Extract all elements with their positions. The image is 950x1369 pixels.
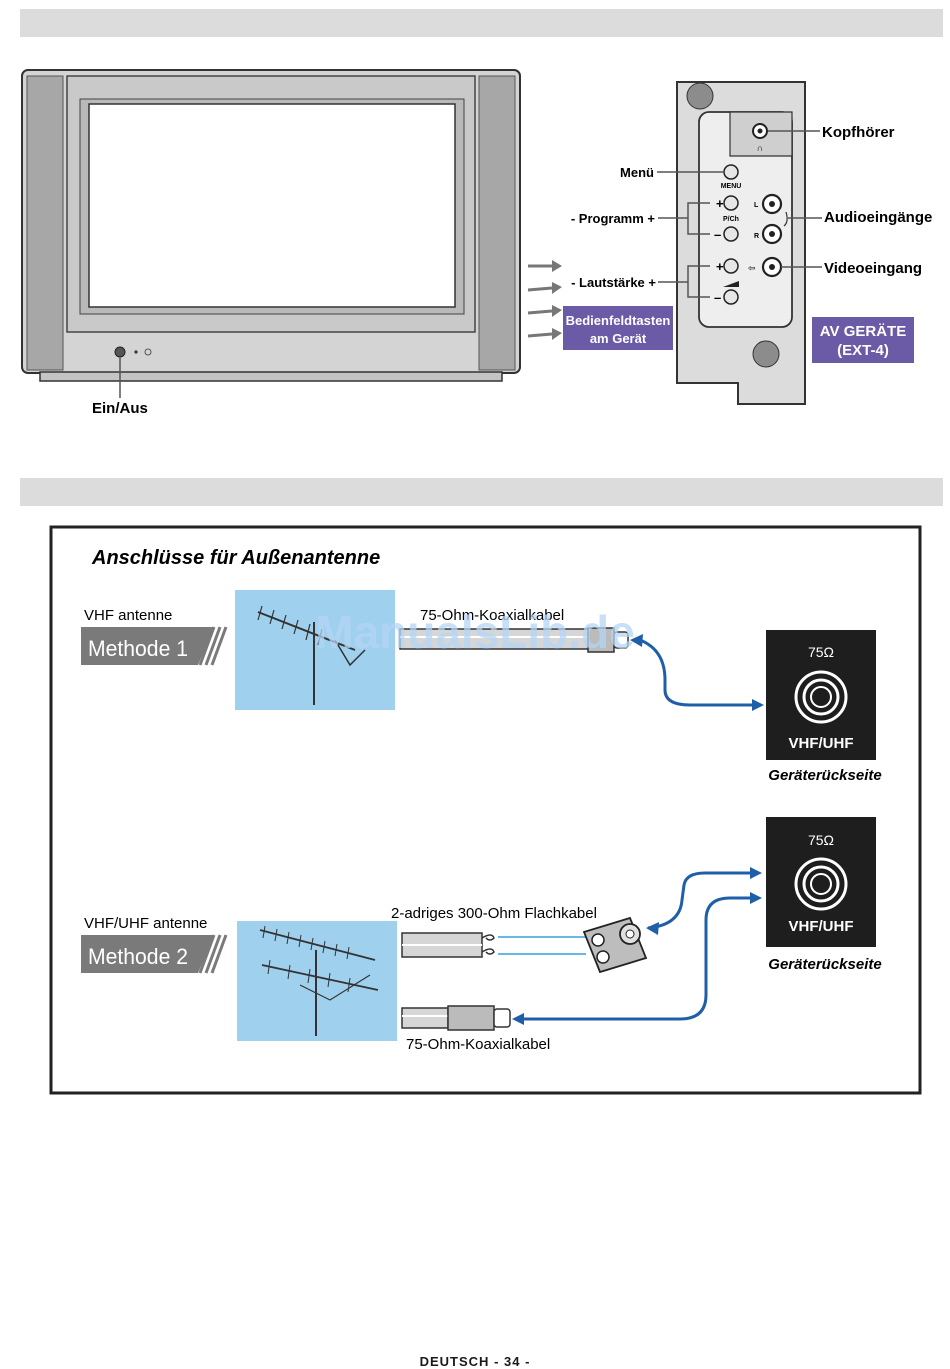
method1-tag: Methode 1 <box>81 626 228 666</box>
panel-arrows <box>527 260 562 340</box>
header-bar-middle <box>20 478 943 506</box>
right-audio-label: R <box>754 233 759 240</box>
method2-flat-wire <box>647 871 758 930</box>
vhf-antenna-image <box>235 590 395 710</box>
socket-2: 75Ω VHF/UHF <box>766 817 876 947</box>
menu-label: Menü <box>620 165 654 180</box>
volume-up-button[interactable] <box>723 258 739 274</box>
page-footer: DEUTSCH - 34 - <box>0 1354 950 1369</box>
method2-coax-cable-label: 75-Ohm-Koaxialkabel <box>406 1036 550 1053</box>
method1-antenna-label: VHF antenne <box>84 607 172 624</box>
plus-sign: + <box>716 259 724 274</box>
menu-small-label: MENU <box>721 183 742 190</box>
tv-front-diagram: Ein/Aus Bedienfeldtasten am Gerät ∩ MENU… <box>21 69 932 417</box>
footer-language: DEUTSCH <box>419 1354 490 1369</box>
method1-label: Methode 1 <box>88 636 188 661</box>
menu-button[interactable] <box>723 164 739 180</box>
method2-label: Methode 2 <box>88 944 188 969</box>
audio-inputs-label: Audioeingänge <box>824 209 932 226</box>
method1-wire <box>639 638 760 707</box>
svg-text:∩: ∩ <box>757 143 763 153</box>
flat-cable <box>401 932 586 958</box>
plus-sign: + <box>716 196 724 211</box>
pch-small-label: P/Ch <box>723 216 739 223</box>
method2-coax-cable <box>401 1005 511 1031</box>
footer-page-number: - 34 - <box>494 1354 531 1369</box>
vhf-uhf-antenna-image <box>237 921 397 1041</box>
header-bar-top <box>20 9 943 37</box>
headphone-label: Kopfhörer <box>822 124 895 141</box>
power-button[interactable] <box>114 346 126 358</box>
av-devices-box: AV GERÄTE (EXT-4) <box>812 317 914 363</box>
volume-label: - Lautstärke + <box>571 275 656 290</box>
socket2-caption: Geräterückseite <box>768 956 881 973</box>
video-icon: ⇦ <box>748 263 756 273</box>
tv-set: Ein/Aus <box>21 69 521 417</box>
panel-buttons-box: Bedienfeldtasten am Gerät <box>563 306 673 350</box>
method2-flat-cable-label: 2-adriges 300-Ohm Flachkabel <box>391 905 597 922</box>
minus-sign: – <box>714 227 721 242</box>
av-box-line-1: AV GERÄTE <box>820 323 906 340</box>
socket-1: 75Ω VHF/UHF <box>766 630 876 760</box>
power-label: Ein/Aus <box>92 400 148 417</box>
programme-label: - Programm + <box>571 211 656 226</box>
tv-screen <box>88 103 456 308</box>
method2-tag: Methode 2 <box>81 934 228 974</box>
video-input-label: Videoeingang <box>824 260 922 277</box>
minus-sign: – <box>714 290 721 305</box>
socket2-type: VHF/UHF <box>789 918 854 935</box>
panel-buttons-line-1: Bedienfeldtasten <box>566 313 671 328</box>
volume-icon <box>723 281 739 287</box>
antenna-frame <box>49 525 922 1095</box>
programme-up-button[interactable] <box>723 195 739 211</box>
socket1-caption: Geräterückseite <box>768 767 881 784</box>
method2-antenna-label: VHF/UHF antenne <box>84 915 207 932</box>
balun-adapter <box>582 916 648 974</box>
left-audio-label: L <box>754 202 759 209</box>
panel-leaders <box>657 130 822 298</box>
method1-coax-cable <box>399 627 629 653</box>
panel-buttons-line-2: am Gerät <box>590 331 647 346</box>
watermark: ManualsLib.de <box>315 606 634 658</box>
socket1-type: VHF/UHF <box>789 735 854 752</box>
programme-down-button[interactable] <box>723 226 739 242</box>
av-box-line-2: (EXT-4) <box>837 342 889 359</box>
method1-cable-label: 75-Ohm-Koaxialkabel <box>420 607 564 624</box>
method2-coax-wire <box>520 896 758 1021</box>
antenna-title: Anschlüsse für Außenantenne <box>91 547 380 569</box>
socket1-ohm: 75Ω <box>808 644 834 660</box>
side-panel: ∩ MENU + P/Ch – + – L R ⇦ <box>676 81 806 405</box>
socket2-ohm: 75Ω <box>808 832 834 848</box>
volume-down-button[interactable] <box>723 289 739 305</box>
